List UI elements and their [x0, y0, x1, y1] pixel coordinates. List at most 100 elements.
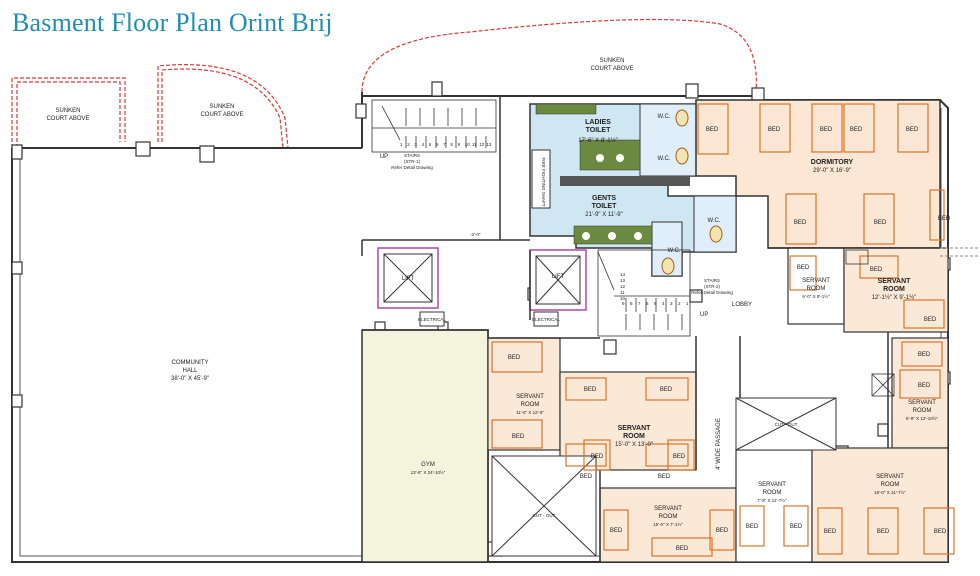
shafts — [845, 249, 895, 397]
servant-room-4-label-b: ROOM — [521, 402, 540, 408]
gym-area — [361, 329, 489, 563]
bed-label: BED — [797, 265, 810, 271]
stair-step-number: 8 — [450, 142, 453, 147]
wc-label-2: W.C. — [658, 156, 671, 162]
bed-label: BED — [768, 127, 781, 133]
servant-room-8-label: SERVANT — [876, 474, 904, 480]
stairs-1 — [371, 99, 497, 153]
bed-label: BED — [924, 317, 937, 323]
bed-label: BED — [580, 474, 593, 480]
sunken-court-left-label-b: COURT ABOVE — [46, 116, 89, 122]
stair-step-number: 6 — [436, 142, 439, 147]
servant-room-5-label: SERVANT — [618, 425, 652, 432]
bed-label: BED — [790, 524, 803, 530]
stair-step-number: 12 — [479, 142, 485, 147]
electrical-2-label: ELECTRICAL — [532, 317, 560, 322]
sunken-court-outlines — [11, 18, 757, 149]
lobby-label: LOBBY — [732, 302, 752, 308]
stair-step-number: 3 — [670, 301, 673, 306]
cutout-label-2: CUT - OUT — [533, 513, 556, 518]
stair-step-number: 14 — [620, 272, 626, 277]
servant-room-6-label-b: ROOM — [659, 514, 678, 520]
bed-label: BED — [676, 546, 689, 552]
wc-label-3: W.C. — [708, 218, 721, 224]
dormitory-size: 29'-0" X 16'-9" — [813, 168, 851, 174]
ladies-toilet-label: LADIES — [585, 119, 611, 126]
servant-room-6-size: 15'-0" X 7'-1½" — [653, 521, 683, 527]
bed-label: BED — [918, 383, 931, 389]
bed-label: BED — [877, 529, 890, 535]
stair-step-number: 11 — [620, 290, 625, 295]
gym-label: GYM — [421, 462, 435, 468]
servant-room-7-label-b: ROOM — [763, 490, 782, 496]
wc-label-1: W.C. — [658, 114, 671, 120]
ladies-toilet-size: 17'-6" X 8'-1½" — [578, 137, 618, 144]
bed-label: BED — [716, 528, 729, 534]
lift-2-label: LIFT — [552, 274, 565, 280]
stairs-1-label: STAIRS — [404, 153, 420, 158]
dormitory-label: DORMITORY — [811, 159, 854, 166]
stairs-2-up: UP — [700, 312, 708, 318]
level-mark: -3'-0" — [470, 232, 481, 237]
stair-step-number: 13 — [486, 142, 492, 147]
bed-label: BED — [824, 529, 837, 535]
page-title: Basment Floor Plan Orint Brij — [12, 8, 333, 37]
community-hall-label-b: HALL — [182, 368, 198, 374]
bed-label: BED — [874, 220, 887, 226]
lifts — [377, 247, 587, 327]
servant-room-2-label: SERVANT — [878, 278, 912, 285]
sunken-court-top-label-b: COURT ABOVE — [590, 66, 633, 72]
stairs-2 — [597, 249, 691, 337]
servant-room-4-label: SERVANT — [516, 394, 544, 400]
servant-room-8-label-b: ROOM — [881, 482, 900, 488]
bed-label: BED — [512, 434, 525, 440]
sunken-court-mid-label-b: COURT ABOVE — [200, 112, 243, 118]
servant-room-2-size: 12'-1½" X 9'-1½" — [872, 294, 917, 301]
stair-step-number: 12 — [620, 284, 626, 289]
servant-room-5-size: 15'-0" X 13'-0" — [615, 442, 653, 448]
servant-room-2-label-b: ROOM — [883, 286, 905, 293]
sunken-court-mid-label: SUNKEN — [209, 104, 234, 110]
community-hall-size: 38'-0" X 45'-9" — [171, 376, 209, 382]
bed-label: BED — [850, 127, 863, 133]
bed-label: BED — [934, 529, 947, 535]
bed-label: BED — [870, 267, 883, 273]
bed-label: BED — [658, 474, 671, 480]
lift-1-label: LIFT — [402, 276, 415, 282]
stair-step-number: 8 — [630, 301, 633, 306]
bed-label: BED — [584, 387, 597, 393]
cutouts — [491, 397, 837, 557]
wc-label-4: W.C. — [668, 248, 681, 254]
stair-step-number: 4 — [662, 301, 665, 306]
bed-labels: BED BED BED BED BED BED BED BED BED BED … — [508, 127, 951, 552]
stair-step-number: 7 — [638, 301, 641, 306]
bed-label: BED — [508, 355, 521, 361]
bed-label: BED — [673, 454, 686, 460]
stair-step-number: 3 — [414, 142, 417, 147]
bed-label: BED — [706, 127, 719, 133]
bed-label: BED — [938, 216, 951, 222]
stair-step-number: 10 — [620, 296, 626, 301]
servant-room-5-label-b: ROOM — [623, 433, 645, 440]
community-hall-label: COMMUNITY — [172, 360, 209, 366]
stair-step-number: 5 — [654, 301, 657, 306]
bed-label: BED — [610, 528, 623, 534]
servant-room-1-size: 6'-0" X 9'-1½" — [802, 293, 830, 299]
stair-step-number: 13 — [620, 278, 626, 283]
bed-label: BED — [794, 220, 807, 226]
passage-label: 4' WIDE PASSAGE — [716, 418, 722, 470]
stairs-2-label: STAIRS — [704, 278, 720, 283]
servant-room-4-size: 11'-0" X 12'-9" — [516, 410, 544, 415]
stairs-1-label-b: (STR-1) — [404, 159, 420, 164]
stair-step-number: 9 — [458, 142, 461, 147]
stair-step-number: 6 — [646, 301, 649, 306]
stair-step-number: 2 — [407, 142, 410, 147]
stair-step-number: 1 — [686, 301, 689, 306]
stairs-1-up: UP — [380, 154, 388, 160]
fire-fighting-shaft-label: FIRE FIGHTING SHAFT — [541, 158, 546, 207]
cutout-label-1: CUT - OUT — [775, 422, 798, 427]
ladies-toilet-label-b: TOILET — [586, 127, 611, 134]
bed-label: BED — [906, 127, 919, 133]
